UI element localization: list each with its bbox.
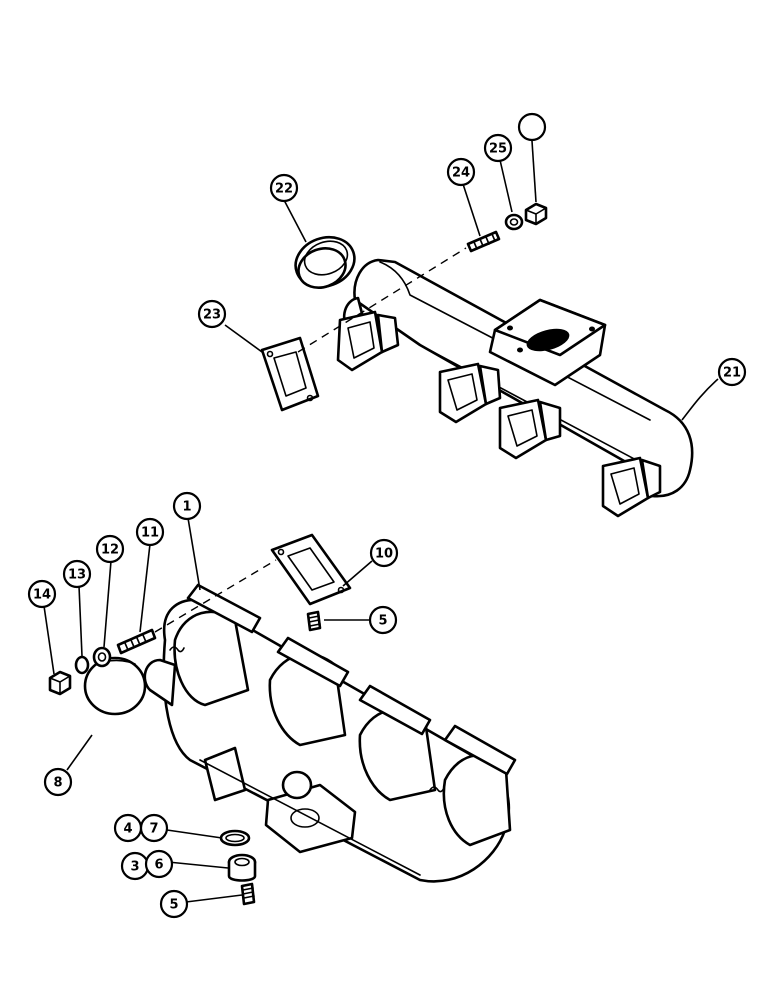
port-flange-3 bbox=[498, 398, 562, 460]
callout-20: 21 bbox=[717, 357, 747, 387]
callout-4: 4 bbox=[113, 813, 143, 843]
plug-part-3-6 bbox=[227, 853, 257, 882]
gasket-part-22 bbox=[260, 336, 320, 412]
port-flange-1 bbox=[336, 310, 400, 372]
callout-6: 6 bbox=[144, 849, 174, 879]
callout-23: 24 bbox=[446, 157, 476, 187]
nut-part-25 bbox=[524, 202, 548, 226]
callout-24-label: 25 bbox=[489, 142, 507, 157]
o-ring-part-4-7 bbox=[219, 829, 251, 847]
callout-1-label: 1 bbox=[182, 500, 191, 515]
washer-part-13 bbox=[74, 655, 90, 675]
callout-3: 3 bbox=[120, 851, 150, 881]
callout-6-label: 6 bbox=[154, 858, 163, 873]
callout-22-label: 23 bbox=[203, 308, 221, 323]
callout-5-lower: 5 bbox=[159, 889, 189, 919]
stud-part-11 bbox=[116, 628, 157, 655]
callout-20-label: 21 bbox=[723, 366, 741, 381]
callout-21-label: 22 bbox=[275, 182, 293, 197]
upper-alignment-line bbox=[297, 247, 467, 353]
stud-part-23 bbox=[466, 230, 501, 253]
cap-part-8 bbox=[83, 656, 147, 716]
port-flange-2 bbox=[438, 362, 502, 424]
callout-1: 1 bbox=[172, 491, 202, 521]
callout-22: 23 bbox=[197, 299, 227, 329]
callout-10-label: 10 bbox=[375, 547, 393, 562]
nut-part-14 bbox=[48, 670, 72, 696]
plug-part-5-lower bbox=[240, 882, 256, 906]
callout-5-lower-label: 5 bbox=[169, 898, 178, 913]
callout-10: 10 bbox=[369, 538, 399, 568]
callout-5-upper: 5 bbox=[368, 605, 398, 635]
callout-11-label: 11 bbox=[141, 526, 159, 541]
callout-5-upper-label: 5 bbox=[378, 614, 387, 629]
callout-13-label: 13 bbox=[68, 568, 86, 583]
callout-7-label: 7 bbox=[149, 822, 158, 837]
callout-12: 12 bbox=[95, 534, 125, 564]
callout-7: 7 bbox=[139, 813, 169, 843]
callout-21: 22 bbox=[269, 173, 299, 203]
callout-3-label: 3 bbox=[130, 860, 139, 875]
lower-alignment-line bbox=[154, 559, 277, 633]
callout-24: 25 bbox=[483, 133, 513, 163]
callout-11: 11 bbox=[135, 517, 165, 547]
gasket-part-10 bbox=[270, 533, 352, 606]
callout-8-label: 8 bbox=[53, 776, 62, 791]
callout-14-label: 14 bbox=[33, 588, 51, 603]
callout-13: 13 bbox=[62, 559, 92, 589]
callout-12-label: 12 bbox=[101, 543, 119, 558]
callout-25 bbox=[517, 112, 547, 142]
washer-part-12 bbox=[92, 646, 112, 668]
plug-part-5-upper bbox=[306, 610, 322, 632]
leader-lines bbox=[43, 140, 719, 903]
washer-part-24 bbox=[504, 213, 524, 231]
intake-manifold-part-1 bbox=[143, 583, 517, 883]
port-flange-4 bbox=[601, 456, 662, 518]
callout-8: 8 bbox=[43, 767, 73, 797]
exhaust-manifold-part-20 bbox=[336, 258, 694, 518]
top-outlet-flange bbox=[488, 298, 607, 387]
callout-4-label: 4 bbox=[123, 822, 132, 837]
seal-ring-part-21 bbox=[294, 235, 356, 289]
callout-14: 14 bbox=[27, 579, 57, 609]
callout-23-label: 24 bbox=[452, 166, 470, 181]
